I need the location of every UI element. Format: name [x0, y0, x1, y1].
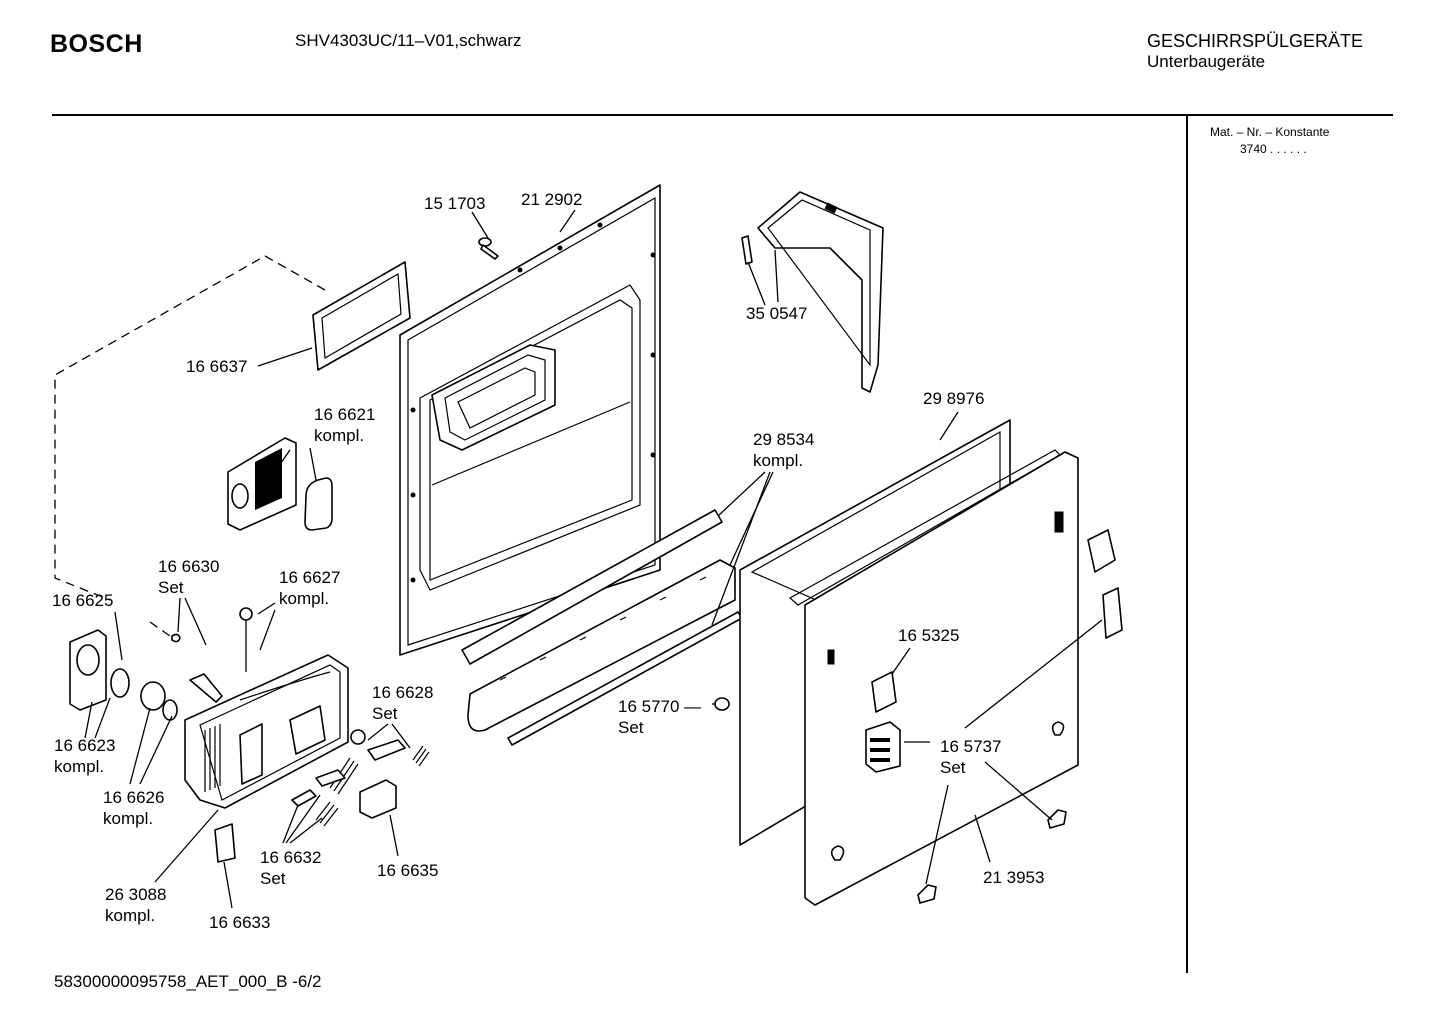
control-knob-assembly	[69, 629, 178, 721]
part-label-166633: 16 6633	[209, 913, 271, 932]
part-label-166625: 16 6625	[52, 591, 114, 610]
part-label-213953: 21 3953	[983, 868, 1045, 887]
part-label-166635: 16 6635	[377, 861, 439, 880]
part-label-151703: 15 1703	[424, 194, 486, 213]
category-subtitle: Unterbaugeräte	[1147, 52, 1266, 71]
assembly-outline	[54, 255, 326, 601]
door-rail	[461, 509, 743, 746]
door-hinge-parts	[865, 529, 1123, 904]
document-code: 58300000095758_AET_000_B -6/2	[54, 972, 322, 991]
cap-plug	[714, 697, 730, 711]
material-number-value: 3740 . . . . . .	[1240, 142, 1307, 156]
screw-part	[478, 237, 499, 260]
part-label-298976: 29 8976	[923, 389, 985, 408]
part-label-350547: 35 0547	[746, 304, 808, 323]
control-housing	[184, 654, 349, 809]
header-divider	[52, 114, 1393, 116]
hinge-bracket	[741, 191, 884, 393]
brand-logo: BOSCH	[50, 30, 143, 58]
part-label-165770: 16 5770 —Set	[618, 697, 702, 737]
model-number: SHV4303UC/11–V01,schwarz	[295, 31, 522, 50]
inner-door-panel	[399, 184, 661, 656]
material-number-label: Mat. – Nr. – Konstante	[1210, 125, 1330, 139]
seal-frame	[312, 261, 411, 371]
leader-lines	[84, 209, 1103, 909]
category-title: GESCHIRRSPÜLGERÄTE	[1147, 31, 1364, 51]
springs-and-levers	[214, 729, 430, 863]
part-label-212902: 21 2902	[521, 190, 583, 209]
sidebar-divider	[1186, 116, 1188, 973]
part-label-165325: 16 5325	[898, 626, 960, 645]
front-door-panel	[788, 449, 1079, 906]
part-label-166637: 16 6637	[186, 357, 248, 376]
spring-clip	[171, 607, 253, 703]
dispenser-cover	[227, 437, 333, 531]
